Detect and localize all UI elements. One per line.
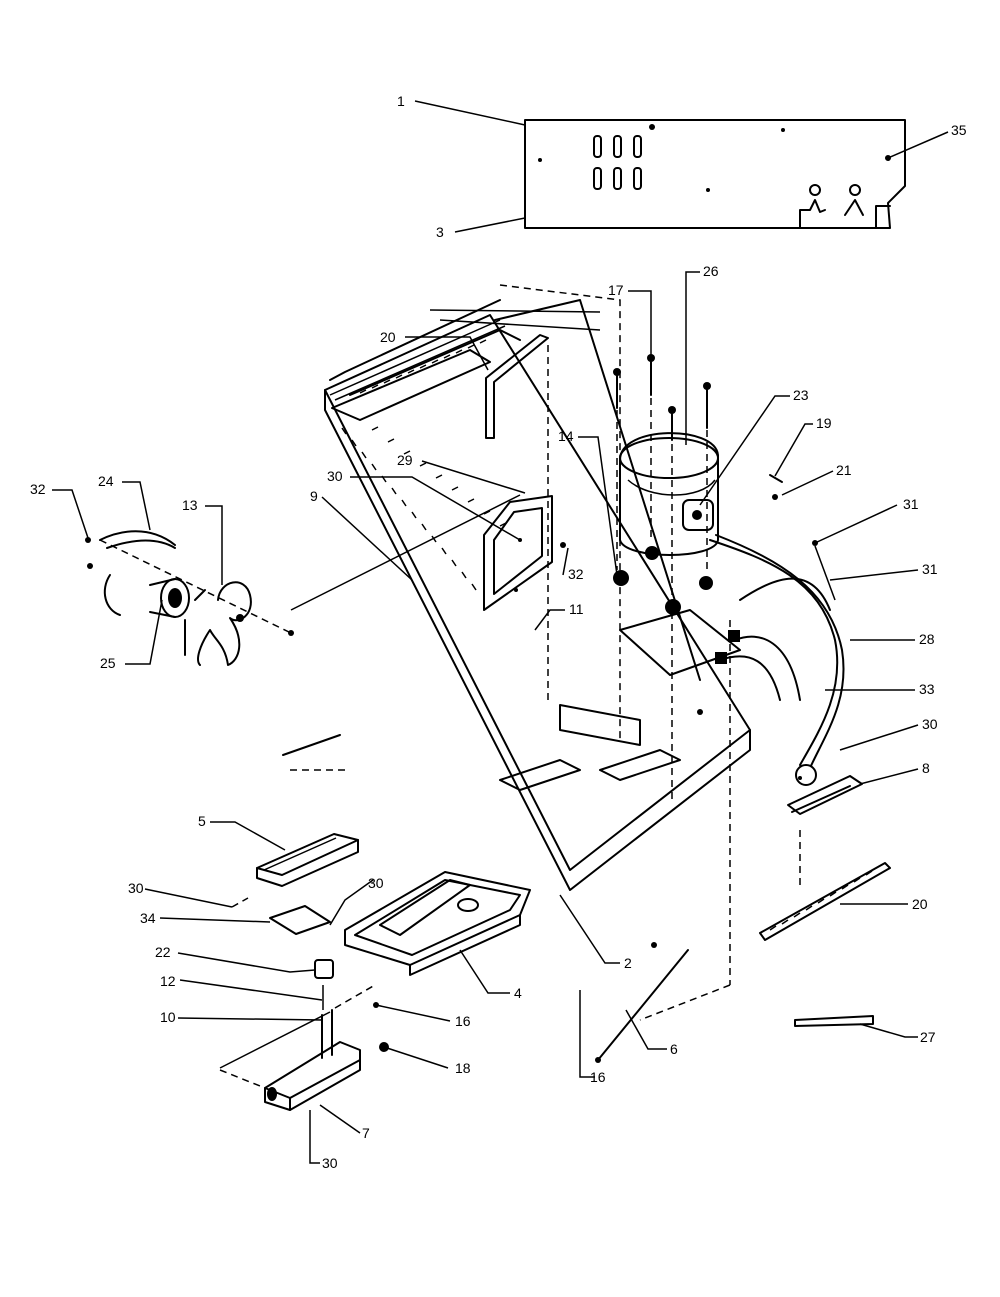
- condenser-tube: [485, 334, 549, 700]
- label-part-1: 1: [397, 93, 405, 109]
- label-part-4: 4: [514, 985, 522, 1001]
- tube-20-lower: [759, 862, 891, 941]
- tube-27: [639, 984, 874, 1027]
- label-part-21: 21: [836, 462, 852, 478]
- part-labels: 1 3 35 17 26 20 23 19 21 14 29 30 9 32 2…: [30, 93, 967, 1171]
- label-part-20b: 20: [912, 896, 928, 912]
- label-part-26: 26: [703, 263, 719, 279]
- label-part-29: 29: [397, 452, 413, 468]
- channel-5: [256, 833, 359, 887]
- label-part-25: 25: [100, 655, 116, 671]
- label-part-6: 6: [670, 1041, 678, 1057]
- label-part-9: 9: [310, 488, 318, 504]
- label-part-32b: 32: [568, 566, 584, 582]
- label-part-19: 19: [816, 415, 832, 431]
- condenser-fins: [341, 339, 507, 591]
- compressor: [613, 354, 719, 800]
- label-part-24: 24: [98, 473, 114, 489]
- label-part-27: 27: [920, 1029, 936, 1045]
- label-part-35: 35: [951, 122, 967, 138]
- label-part-2: 2: [624, 955, 632, 971]
- label-part-31b: 31: [922, 561, 938, 577]
- label-part-3: 3: [436, 224, 444, 240]
- label-part-30: 30: [327, 468, 343, 484]
- wiring-harness: [709, 474, 845, 786]
- label-part-34: 34: [140, 910, 156, 926]
- label-part-14: 14: [558, 428, 574, 444]
- label-part-7: 7: [362, 1125, 370, 1141]
- leader-lines: [52, 100, 949, 1164]
- label-part-30b: 30: [922, 716, 938, 732]
- fan-assembly: [85, 494, 521, 666]
- label-part-30d: 30: [368, 875, 384, 891]
- fan-shroud: [483, 495, 566, 611]
- base-pan: [324, 284, 751, 985]
- label-part-31: 31: [903, 496, 919, 512]
- rod-6: [282, 734, 689, 1073]
- label-part-11: 11: [569, 601, 584, 617]
- label-part-32: 32: [30, 481, 46, 497]
- label-part-28: 28: [919, 631, 935, 647]
- plate-34: [269, 905, 331, 935]
- label-part-10: 10: [160, 1009, 176, 1025]
- label-part-30c: 30: [128, 880, 144, 896]
- label-part-13: 13: [182, 497, 198, 513]
- label-part-8: 8: [922, 760, 930, 776]
- heater-8: [787, 775, 863, 886]
- label-part-5: 5: [198, 813, 206, 829]
- label-part-17: 17: [608, 282, 624, 298]
- label-part-16: 16: [455, 1013, 471, 1029]
- label-part-18: 18: [455, 1060, 471, 1076]
- drain-box: [219, 897, 389, 1111]
- label-part-33: 33: [919, 681, 935, 697]
- drain-pan: [344, 871, 531, 976]
- label-part-20: 20: [380, 329, 396, 345]
- label-part-12: 12: [160, 973, 176, 989]
- label-part-22: 22: [155, 944, 171, 960]
- rear-panel: [524, 119, 906, 229]
- label-part-23: 23: [793, 387, 809, 403]
- label-part-16b: 16: [590, 1069, 606, 1085]
- label-part-30e: 30: [322, 1155, 338, 1171]
